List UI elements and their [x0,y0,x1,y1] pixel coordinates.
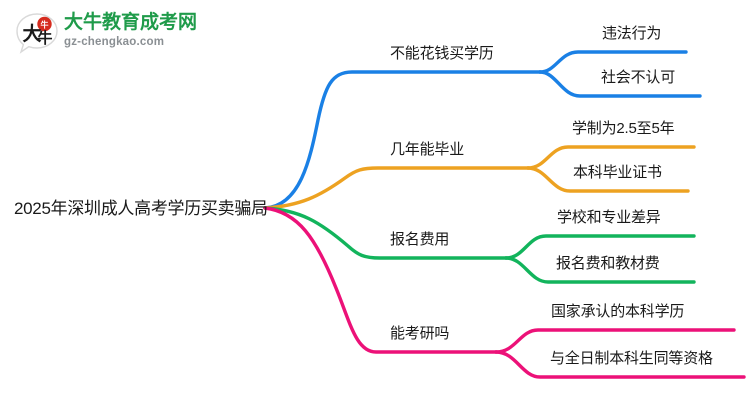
branch-line-3 [263,206,696,284]
logo-brand-text: 大牛教育成考网 [64,12,198,33]
leaf-label-1-1[interactable]: 违法行为 [602,25,662,42]
leaf-label-4-1[interactable]: 国家承认的本科学历 [551,303,685,320]
leaf-label-1-2[interactable]: 社会不认可 [601,69,676,86]
branch-line-4 [263,206,746,379]
topic-label-1[interactable]: 不能花钱买学历 [390,45,494,62]
leaf-label-3-2[interactable]: 报名费和教材费 [556,255,660,272]
leaf-label-3-1[interactable]: 学校和专业差异 [557,209,661,226]
svg-text:牛: 牛 [37,29,52,47]
topic-label-3[interactable]: 报名费用 [390,231,450,248]
svg-text:牛: 牛 [41,19,49,29]
leaf-label-2-2[interactable]: 本科毕业证书 [573,164,662,181]
logo-domain-text: gz-chengkao.com [64,36,165,48]
svg-text:大: 大 [22,22,41,45]
branch-line-2 [263,145,696,210]
site-logo: 牛 大 牛 大牛教育成考网 gz-chengkao.com [14,10,204,58]
topic-label-4[interactable]: 能考研吗 [390,325,450,342]
leaf-label-4-2[interactable]: 与全日制本科生同等资格 [550,350,713,367]
topic-label-2[interactable]: 几年能毕业 [390,141,465,158]
logo-mark-icon: 牛 大 牛 [14,12,60,56]
root-topic-label[interactable]: 2025年深圳成人高考学历买卖骗局 [14,199,268,218]
branch-line-1 [263,50,702,210]
leaf-label-2-1[interactable]: 学制为2.5至5年 [572,120,675,137]
